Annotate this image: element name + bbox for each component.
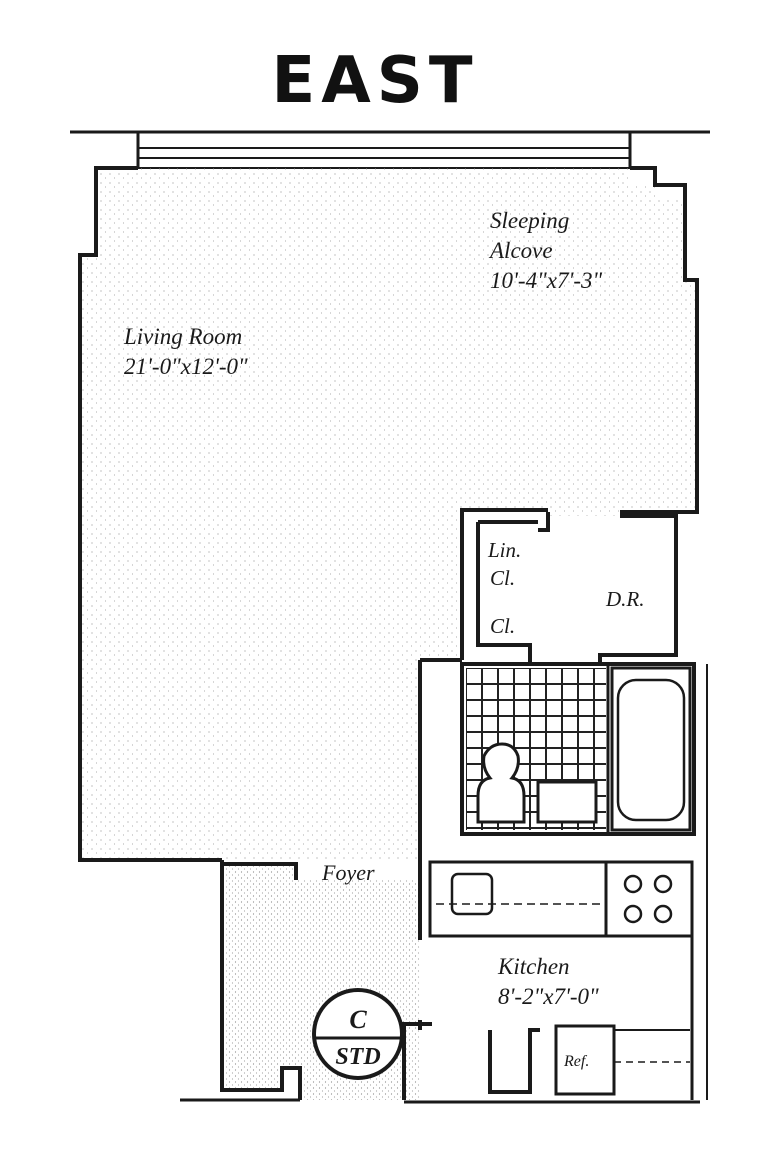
kitchen-size: 8'-2"x7'-0": [498, 984, 599, 1009]
sleeping-alcove-name-line2: Alcove: [488, 238, 553, 263]
kitchen-sink: [450, 872, 494, 916]
foyer-name: Foyer: [321, 860, 375, 885]
bathtub: [610, 666, 692, 832]
unit-badge-letter: C: [349, 1005, 367, 1034]
closet-name: Cl.: [490, 614, 515, 638]
direction-label: EAST: [272, 44, 479, 118]
sleeping-alcove-name-line1: Sleeping: [490, 208, 569, 233]
toilet: [476, 742, 526, 824]
living-room-floor: [80, 168, 697, 860]
sleeping-alcove-size: 10'-4"x7'-3": [490, 268, 603, 293]
linen-closet-line1: Lin.: [487, 538, 521, 562]
living-room-name: Living Room: [123, 324, 242, 349]
stove: [623, 874, 673, 924]
bathroom-sink: [536, 780, 598, 824]
unit-badge-type: STD: [335, 1044, 380, 1070]
refrigerator: [554, 1024, 616, 1096]
walls: [78, 166, 708, 1104]
kitchen-name: Kitchen: [497, 954, 570, 979]
refrigerator-label: Ref.: [563, 1053, 589, 1070]
unit-badge: C STD: [312, 988, 404, 1080]
window-wall: [70, 130, 710, 169]
living-room-size: 21'-0"x12'-0": [124, 354, 248, 379]
dining-name: D.R.: [605, 587, 645, 611]
linen-closet-line2: Cl.: [490, 566, 515, 590]
